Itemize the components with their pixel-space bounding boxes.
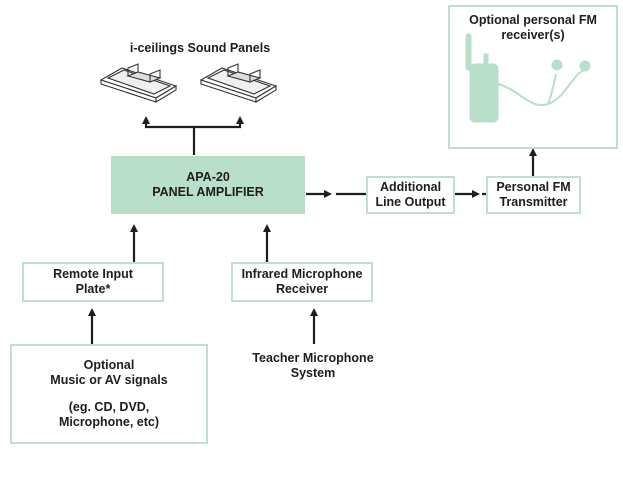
additional-output-line1: Additional bbox=[379, 180, 442, 194]
microphone-transmitter-line1: Microphone bbox=[224, 394, 285, 406]
sound-panel-right-icon bbox=[199, 63, 278, 103]
microphone-transmitter-line2: Transmitter bbox=[224, 408, 282, 420]
teacher-system-box: Teacher Microphone System bbox=[221, 345, 405, 502]
fm-transmitter-box: Personal FM Transmitter bbox=[486, 176, 581, 214]
amplifier-line2: PANEL AMPLIFIER bbox=[152, 185, 264, 199]
optional-signals-line1: Optional bbox=[83, 358, 135, 372]
ir-receiver-box: Infrared Microphone Receiver bbox=[231, 262, 373, 302]
remote-input-line1: Remote Input bbox=[53, 267, 133, 281]
teacher-microphone-illustration-icon bbox=[228, 385, 381, 494]
fm-receiver-line2: receiver(s) bbox=[501, 28, 565, 42]
fm-receiver-line1: Optional personal FM bbox=[469, 13, 597, 27]
teacher-system-title2: System bbox=[290, 366, 336, 380]
teacher-system-title1: Teacher Microphone bbox=[252, 351, 374, 365]
remote-input-line2: Plate* bbox=[75, 282, 111, 296]
sound-panels-title: i-ceilings Sound Panels bbox=[100, 41, 300, 56]
headworn-microphone-line1: Headworn bbox=[322, 467, 375, 479]
additional-output-line2: Line Output bbox=[375, 195, 446, 209]
additional-output-box: Additional Line Output bbox=[366, 176, 455, 214]
sound-panels-title-text: i-ceilings Sound Panels bbox=[129, 41, 271, 55]
optional-signals-box: Optional Music or AV signals (eg. CD, DV… bbox=[10, 344, 208, 444]
connector-lines bbox=[88, 116, 537, 344]
headworn-microphone-line2: Microphone bbox=[322, 481, 383, 493]
headworn-microphone-label: Headworn Microphone bbox=[322, 466, 382, 494]
microphone-transmitter-label: Microphone Transmitter bbox=[224, 393, 284, 421]
optional-signals-line4: Microphone, etc) bbox=[58, 415, 159, 429]
ir-receiver-line2: Receiver bbox=[275, 282, 329, 296]
amplifier-box: APA-20 PANEL AMPLIFIER bbox=[111, 156, 305, 214]
amplifier-line1: APA-20 bbox=[186, 170, 230, 184]
fm-transmitter-line1: Personal FM bbox=[496, 180, 571, 194]
fm-receiver-box: Optional personal FM receiver(s) bbox=[448, 5, 618, 149]
optional-signals-line3: (eg. CD, DVD, bbox=[68, 400, 150, 414]
fm-receiver-illustration-icon bbox=[465, 33, 591, 123]
ir-receiver-line1: Infrared Microphone bbox=[241, 267, 363, 281]
sound-panel-left-icon bbox=[99, 63, 178, 103]
fm-transmitter-line2: Transmitter bbox=[499, 195, 568, 209]
optional-signals-line2: Music or AV signals bbox=[50, 373, 168, 387]
remote-input-box: Remote Input Plate* bbox=[22, 262, 164, 302]
